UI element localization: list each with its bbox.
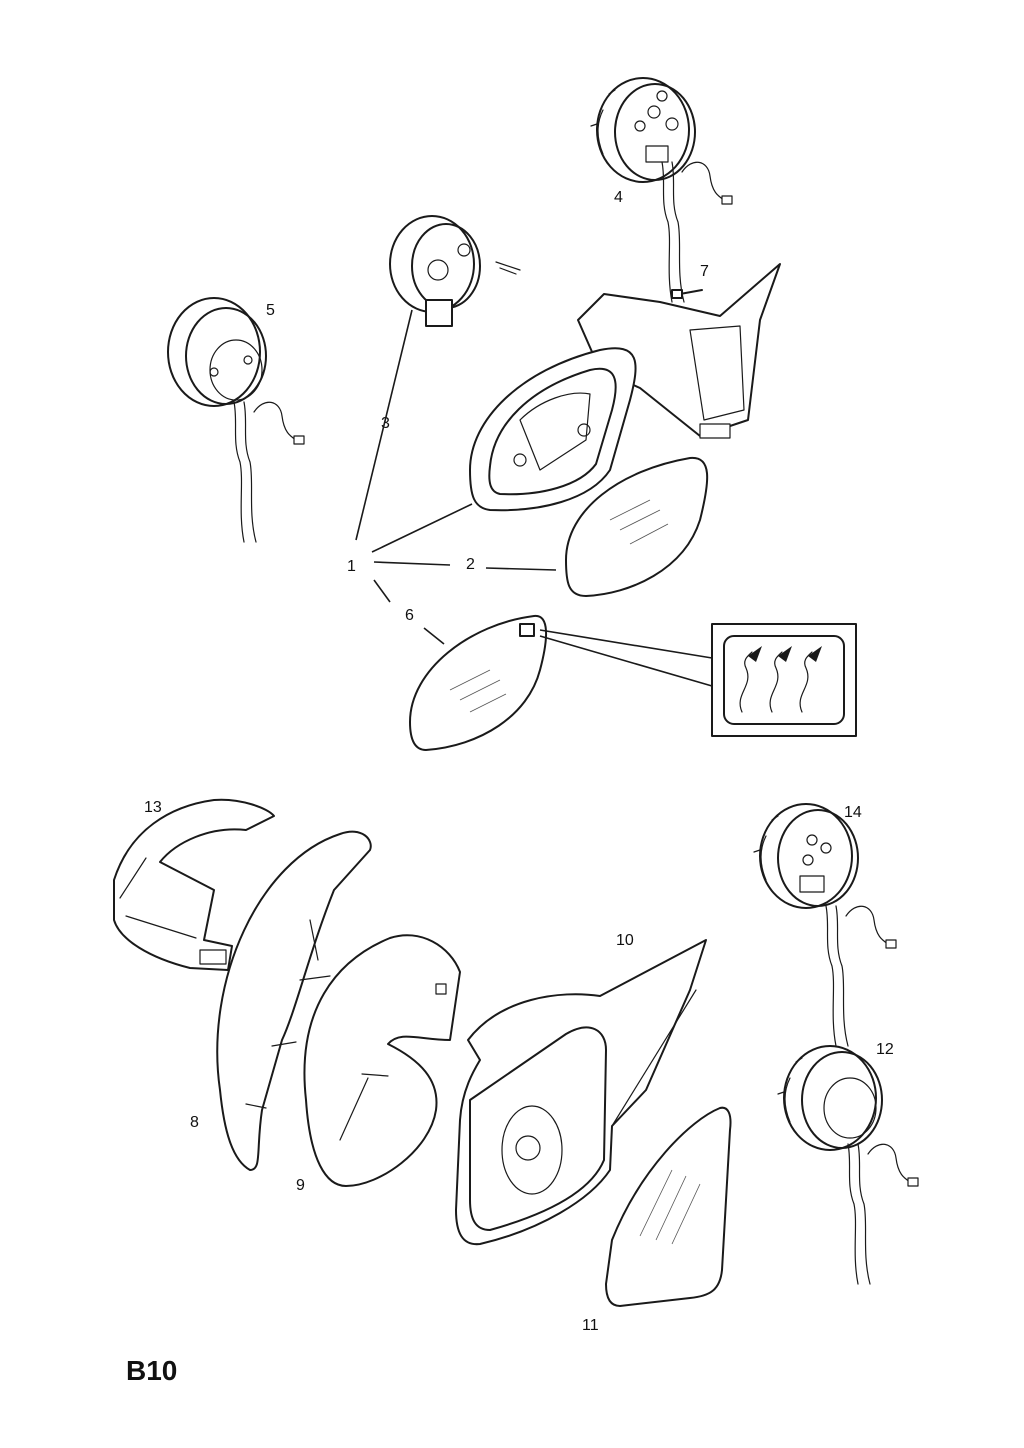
part-11-mirror-glass — [604, 1106, 732, 1308]
part-2-mirror-glass — [564, 456, 709, 598]
callout-2: 2 — [466, 556, 475, 573]
callout-8: 8 — [190, 1114, 199, 1131]
figure-id-label: B10 — [126, 1355, 177, 1386]
callout-9: 9 — [296, 1177, 305, 1194]
callout-7: 7 — [700, 263, 709, 280]
callout-14: 14 — [844, 804, 862, 821]
callout-10: 10 — [616, 932, 634, 949]
part-4-adjusting-motor — [590, 77, 733, 303]
callout-4: 4 — [614, 189, 623, 206]
callout-3: 3 — [381, 415, 390, 432]
part-8-outer-cover — [216, 830, 372, 1171]
part-14-adjusting-motor — [753, 803, 897, 1047]
callout-1: 1 — [347, 558, 356, 575]
callout-12: 12 — [876, 1041, 894, 1058]
callout-11: 11 — [582, 1317, 599, 1334]
part-6-heated-mirror-glass — [408, 614, 548, 752]
heating-detail-inset — [539, 623, 857, 737]
callout-13: 13 — [144, 799, 162, 816]
part-12-adjusting-motor — [777, 1045, 919, 1285]
part-3-adjusting-motor — [389, 215, 521, 327]
part-13-trim-cover — [113, 798, 275, 971]
part-9-inner-cover — [303, 934, 461, 1187]
callout-6: 6 — [405, 607, 414, 624]
heating-element-icon — [739, 646, 822, 713]
part-7-screw — [671, 289, 703, 299]
part-5-adjusting-motor — [167, 297, 305, 543]
part-1-mirror-assembly — [469, 263, 781, 512]
callout-5: 5 — [266, 302, 275, 319]
part-10-mirror-housing — [455, 939, 707, 1246]
